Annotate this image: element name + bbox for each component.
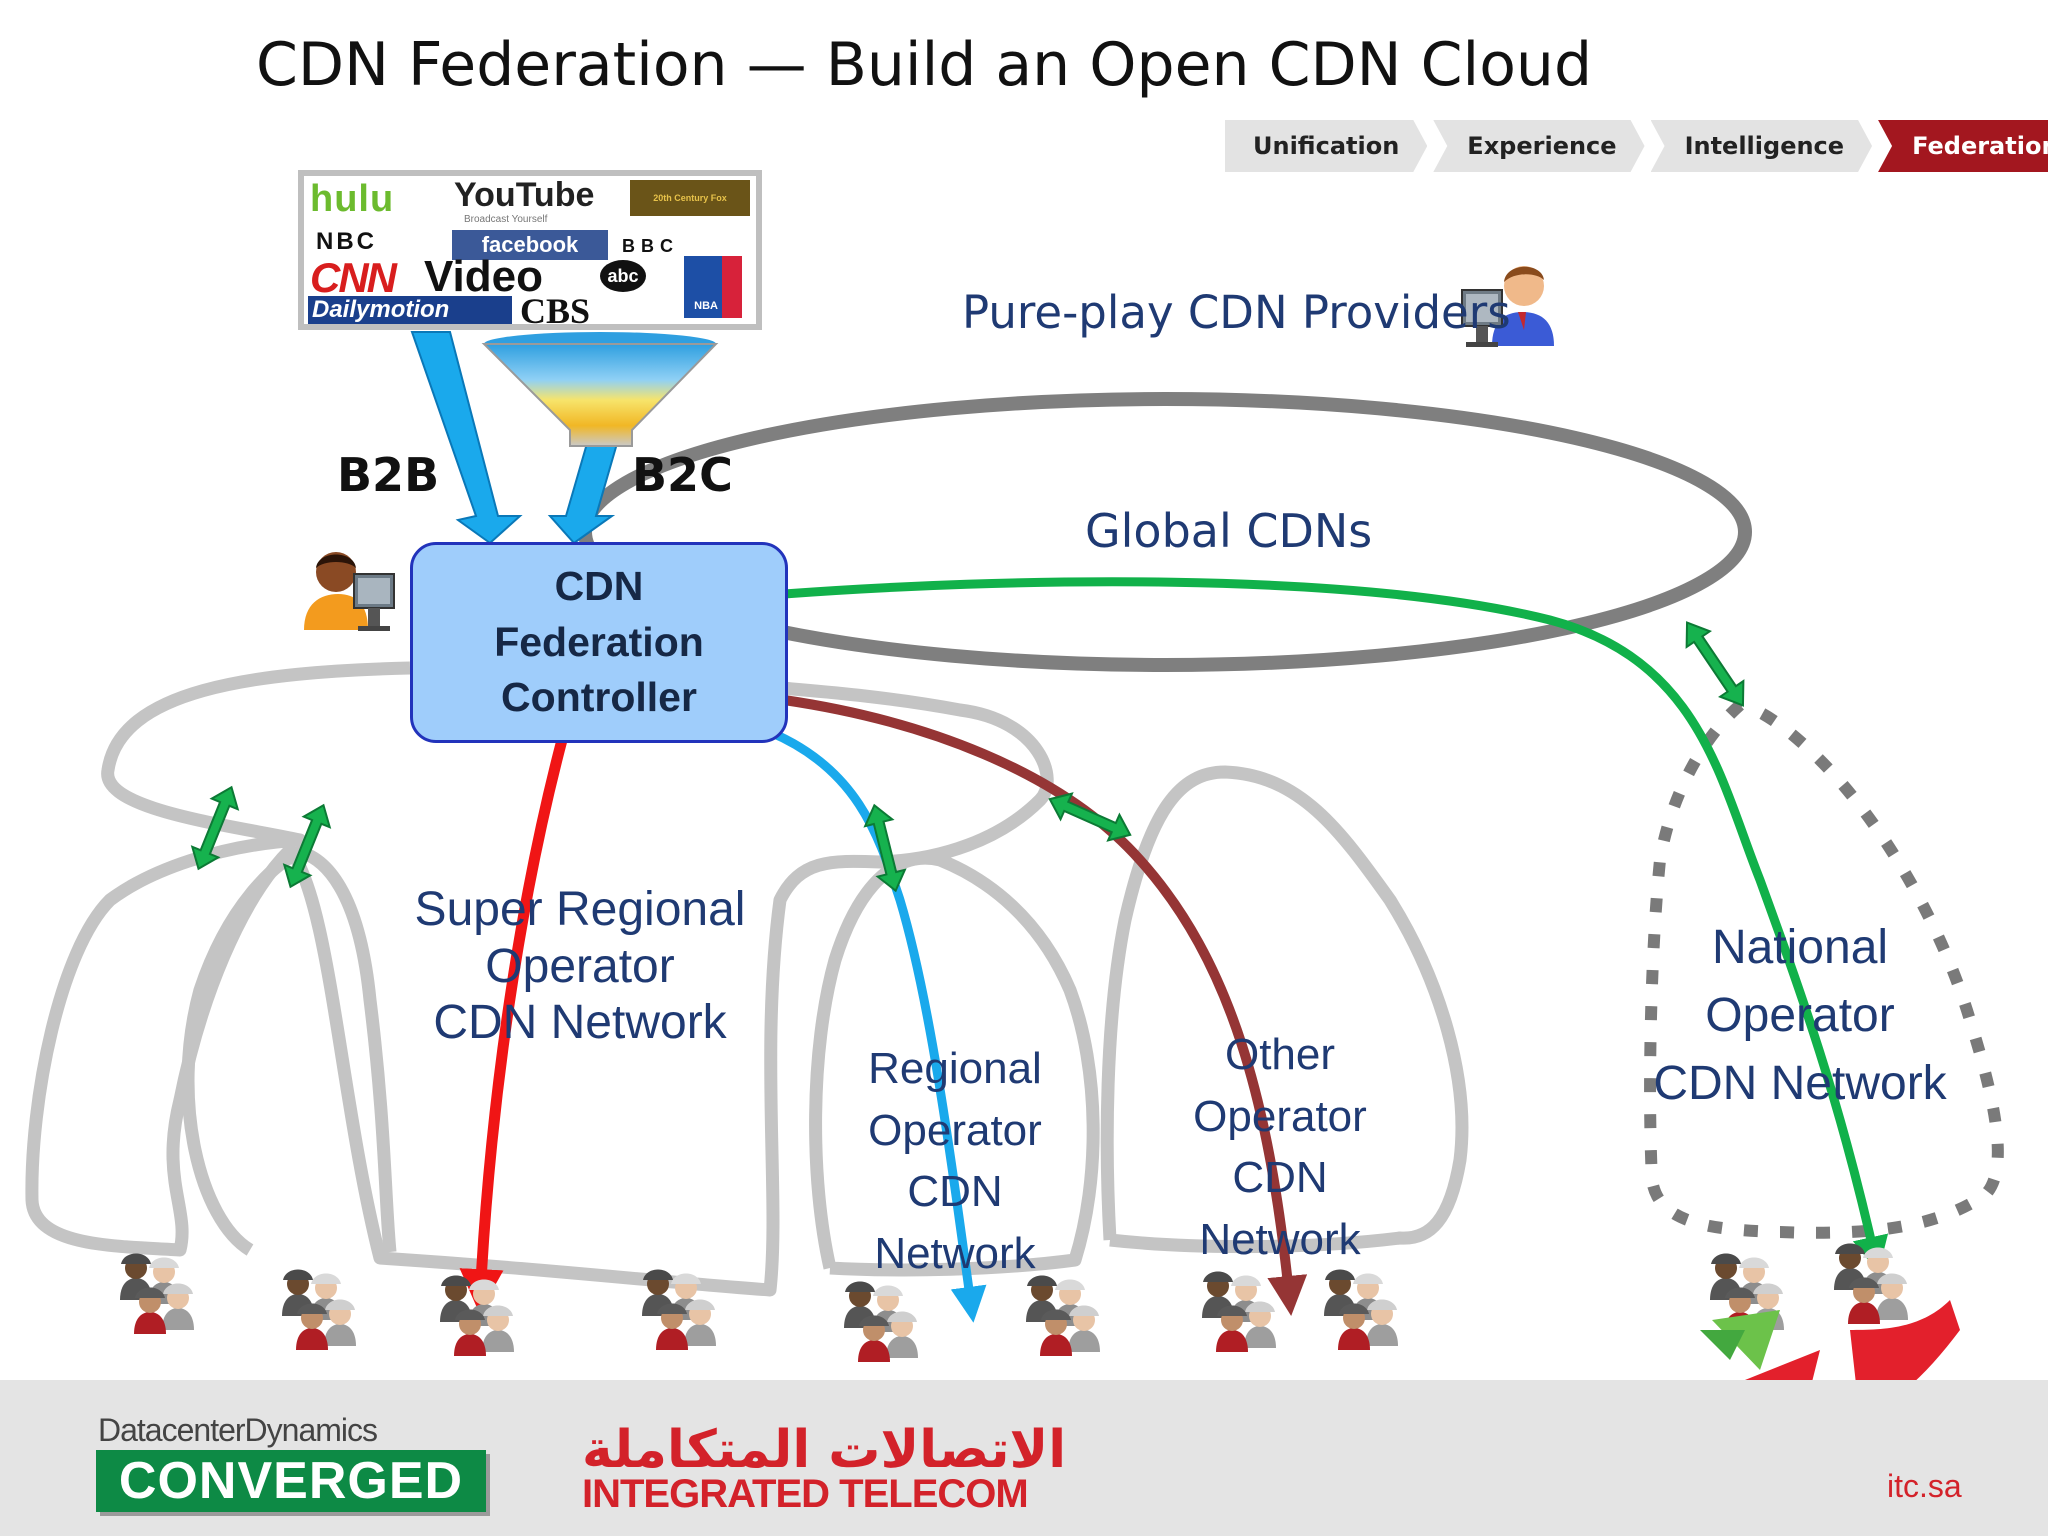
user-group-icon <box>1026 1275 1100 1356</box>
global-cdns-label: Global CDNs <box>1085 504 1373 558</box>
bidirectional-arrow-icon <box>1685 621 1745 707</box>
page-title: CDN Federation — Build an Open CDN Cloud <box>256 30 1593 100</box>
cdn-federation-controller[interactable]: CDN Federation Controller <box>410 542 788 743</box>
controller-to-super-regional-arrow <box>459 738 568 1314</box>
fox-logo: 20th Century Fox <box>630 180 750 216</box>
user-group-icon <box>1324 1269 1398 1350</box>
content-provider-logos: hulu YouTube Broadcast Yourself 20th Cen… <box>298 170 762 330</box>
itc-logo-arabic: الاتصالات المتكاملة <box>582 1420 1067 1480</box>
pure-play-label: Pure-play CDN Providers <box>962 286 1511 339</box>
cloud-outlines <box>25 661 1469 1297</box>
nba-logo: NBA <box>684 256 742 318</box>
user-group-icon <box>440 1275 514 1356</box>
regional-label: Regional Operator CDN Network <box>868 1044 1042 1278</box>
cbs-logo: CBS <box>520 291 591 324</box>
dcd-logo-bottom: CONVERGED <box>96 1450 486 1512</box>
bidirectional-arrow-icon <box>282 803 332 889</box>
regional-cloud <box>809 851 1100 1277</box>
dailymotion-logo: Dailymotion <box>308 296 512 324</box>
breadcrumb-experience[interactable]: Experience <box>1433 120 1644 172</box>
dcd-logo-top: DatacenterDynamics <box>98 1412 378 1448</box>
facebook-logo: facebook <box>452 230 608 260</box>
controller-to-national-arrow <box>783 577 1889 1273</box>
logos-collage: hulu YouTube Broadcast Yourself 20th Cen… <box>304 176 756 324</box>
funnel-icon <box>481 332 719 447</box>
national-label: National Operator CDN Network <box>1653 921 1947 1111</box>
breadcrumb-federation[interactable]: Federation <box>1878 120 2048 172</box>
bidirectional-arrow-icon <box>1048 792 1132 842</box>
b2b-label: B2B <box>337 448 440 502</box>
b2c-arrow <box>547 439 620 545</box>
cnn-logo: CNN <box>310 254 397 301</box>
youtube-tagline: Broadcast Yourself <box>464 214 548 225</box>
b2b-arrow <box>410 331 523 545</box>
breadcrumb: Unification Experience Intelligence Fede… <box>1225 120 2048 172</box>
youtube-logo: YouTube <box>454 176 595 214</box>
breadcrumb-unification[interactable]: Unification <box>1225 120 1427 172</box>
controller-to-regional-arrow <box>768 727 987 1323</box>
other-operator-cloud <box>1100 765 1469 1254</box>
itc-logo-english: INTEGRATED TELECOM <box>582 1472 1029 1516</box>
national-operator-cloud <box>1644 698 2004 1239</box>
nbc-logo: NBC <box>316 228 377 255</box>
hulu-logo: hulu <box>310 178 395 220</box>
user-at-computer-icon <box>1461 266 1554 347</box>
user-groups <box>120 1243 1908 1362</box>
b2c-label: B2C <box>632 448 733 502</box>
breadcrumb-intelligence[interactable]: Intelligence <box>1651 120 1873 172</box>
bbc-logo: BBC <box>622 236 679 256</box>
abc-logo: abc <box>600 260 646 292</box>
itc-url: itc.sa <box>1887 1468 1962 1504</box>
bidirectional-arrows <box>190 621 1745 893</box>
bidirectional-arrow-icon <box>863 803 907 893</box>
bidirectional-arrow-icon <box>190 785 240 871</box>
user-group-icon <box>844 1281 918 1362</box>
user-at-computer-icon <box>304 552 395 631</box>
controller-to-other-operator-arrow <box>783 695 1308 1316</box>
user-group-icon <box>282 1269 356 1350</box>
user-group-icon <box>642 1269 716 1350</box>
user-group-icon <box>1834 1243 1908 1324</box>
user-group-icon <box>120 1253 194 1334</box>
video-logo: Video <box>424 252 544 301</box>
other-operator-label: Other Operator CDN Network <box>1193 1030 1367 1264</box>
user-group-icon <box>1202 1271 1276 1352</box>
super-regional-label: Super Regional Operator CDN Network <box>414 883 746 1050</box>
